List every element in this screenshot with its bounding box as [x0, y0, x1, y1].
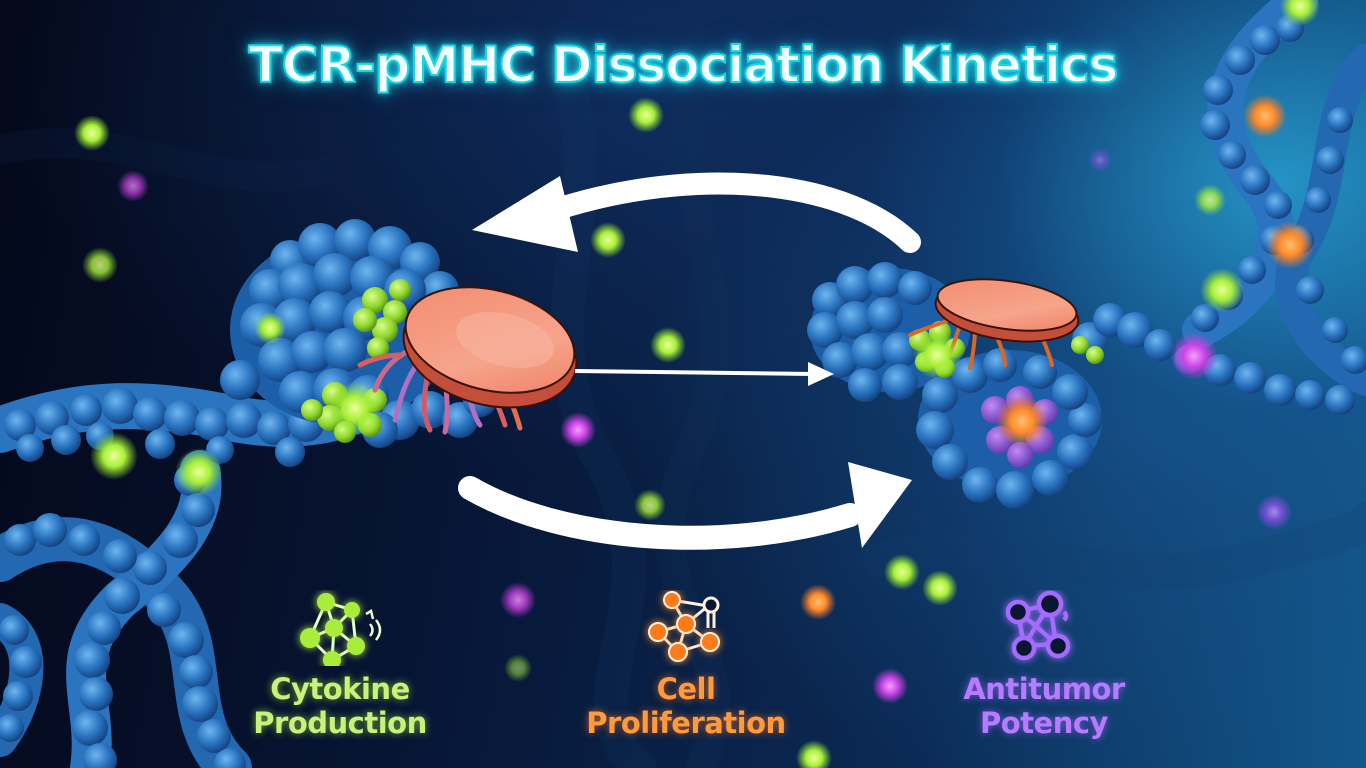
- cytokine-network-icon: [300, 593, 382, 666]
- outcome-label-line2: Production: [253, 706, 427, 740]
- outcome-label-line2: Potency: [980, 706, 1108, 740]
- upper-curved-arrow: [472, 172, 921, 253]
- left-tcr-disc: [357, 286, 578, 435]
- outcome-label-line1: Cytokine: [270, 672, 410, 706]
- right-protein-helix: [1144, 0, 1366, 415]
- antitumor-network-icon: [1005, 590, 1071, 661]
- outcome-label-line2: Proliferation: [586, 706, 786, 740]
- right-tcr-disc: [908, 278, 1080, 370]
- proliferation-network-icon: [648, 591, 720, 662]
- middle-straight-arrow: [574, 362, 834, 386]
- lower-curved-arrow: [458, 462, 912, 550]
- outcome-cell-proliferation: Cell Proliferation: [566, 590, 806, 740]
- faint-helix-strands: [0, 25, 1366, 768]
- outcome-label-line1: Antitumor: [963, 672, 1125, 706]
- outcome-antitumor-potency: Antitumor Potency: [924, 590, 1164, 740]
- glow-particles: [74, 0, 1320, 768]
- outcome-cytokine-production: Cytokine Production: [220, 590, 460, 740]
- outcome-label-line1: Cell: [656, 672, 716, 706]
- page-title: TCR-pMHC Dissociation Kinetics: [248, 35, 1120, 95]
